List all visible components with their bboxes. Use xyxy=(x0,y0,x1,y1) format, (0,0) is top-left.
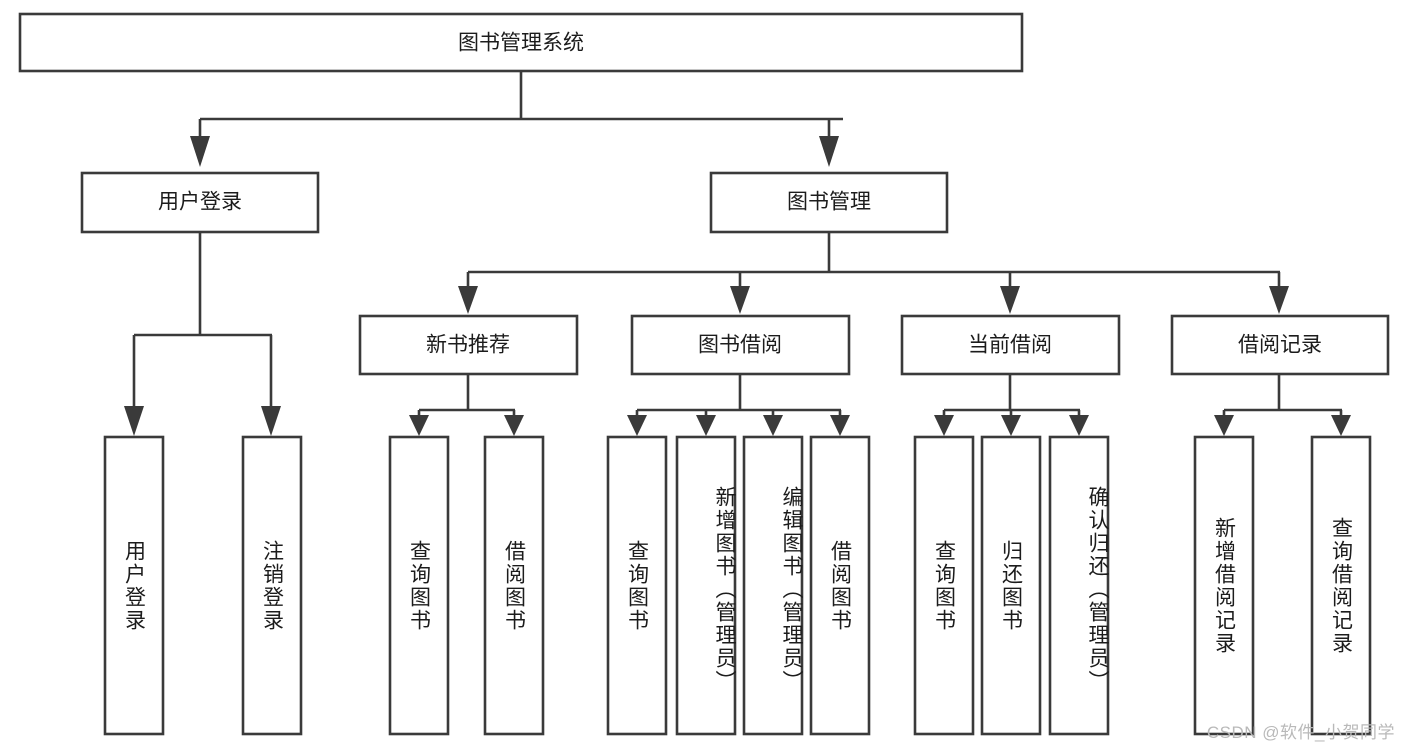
connector-group-borrow-record xyxy=(1214,374,1351,436)
node-user-login[interactable] xyxy=(80,171,320,234)
node-label-current-borrow: 当前借阅 xyxy=(968,334,1052,357)
arrow-head-userlogin xyxy=(190,136,210,167)
arrow-head-leaf-query-book-1 xyxy=(409,415,429,436)
node-borrow-record[interactable] xyxy=(1170,314,1390,376)
node-book-management-system[interactable] xyxy=(18,12,1024,73)
node-leaf-logout-login[interactable] xyxy=(241,435,303,736)
connector-group-bookmgmt xyxy=(458,232,1289,314)
node-label-user-login: 用户登录 xyxy=(158,191,242,214)
node-label-book-management: 图书管理 xyxy=(787,191,871,214)
node-leaf-query-book-3[interactable] xyxy=(913,435,975,736)
node-leaf-return-book[interactable] xyxy=(980,435,1042,736)
node-leaf-confirm-return[interactable] xyxy=(1048,435,1110,736)
arrow-head-leaf-query-book-2 xyxy=(627,415,647,436)
arrow-head-leaf-add-record xyxy=(1214,415,1234,436)
node-leaf-edit-book[interactable] xyxy=(742,435,804,736)
node-current-borrow[interactable] xyxy=(900,314,1121,376)
connector-group-root xyxy=(190,71,843,167)
connector-group-book-borrow xyxy=(627,374,850,436)
node-leaf-user-login[interactable] xyxy=(103,435,165,736)
arrow-head-leaf-borrow-book-2 xyxy=(830,415,850,436)
arrow-head-borrow-record xyxy=(1269,286,1289,314)
node-book-management[interactable] xyxy=(709,171,949,234)
connector-group-current-borrow xyxy=(934,374,1089,436)
arrow-head-leaf-user-login xyxy=(124,406,144,436)
node-leaf-borrow-book-2[interactable] xyxy=(809,435,871,736)
node-label-book-management-system: 图书管理系统 xyxy=(458,32,584,55)
arrow-head-leaf-add-book xyxy=(696,415,716,436)
arrow-head-leaf-confirm-return xyxy=(1069,415,1089,436)
node-label-borrow-record: 借阅记录 xyxy=(1238,334,1322,357)
arrow-head-leaf-edit-book xyxy=(763,415,783,436)
arrow-head-leaf-query-book-3 xyxy=(934,415,954,436)
arrow-head-book-borrow xyxy=(730,286,750,314)
arrow-head-leaf-logout-login xyxy=(261,406,281,436)
node-leaf-add-record[interactable] xyxy=(1193,435,1255,736)
node-label-book-borrow: 图书借阅 xyxy=(698,334,782,357)
node-leaf-borrow-book-1[interactable] xyxy=(483,435,545,736)
connector-group-new-book-recommend xyxy=(409,374,524,436)
connector-group-userlogin xyxy=(124,232,281,436)
arrow-head-leaf-return-book xyxy=(1001,415,1021,436)
arrow-head-current-borrow xyxy=(1000,286,1020,314)
node-leaf-query-book-2[interactable] xyxy=(606,435,668,736)
node-book-borrow[interactable] xyxy=(630,314,851,376)
csdn-watermark: CSDN @软件_小贺同学 xyxy=(1206,723,1395,742)
arrow-head-leaf-borrow-book-1 xyxy=(504,415,524,436)
arrow-head-leaf-query-record xyxy=(1331,415,1351,436)
arrow-head-bookmgmt xyxy=(819,136,839,167)
node-leaf-query-book-1[interactable] xyxy=(388,435,450,736)
arrow-head-new-book-recommend xyxy=(458,286,478,314)
node-leaf-query-record[interactable] xyxy=(1310,435,1372,736)
node-new-book-recommend[interactable] xyxy=(358,314,579,376)
node-leaf-add-book[interactable] xyxy=(675,435,737,736)
node-label-new-book-recommend: 新书推荐 xyxy=(426,334,510,357)
